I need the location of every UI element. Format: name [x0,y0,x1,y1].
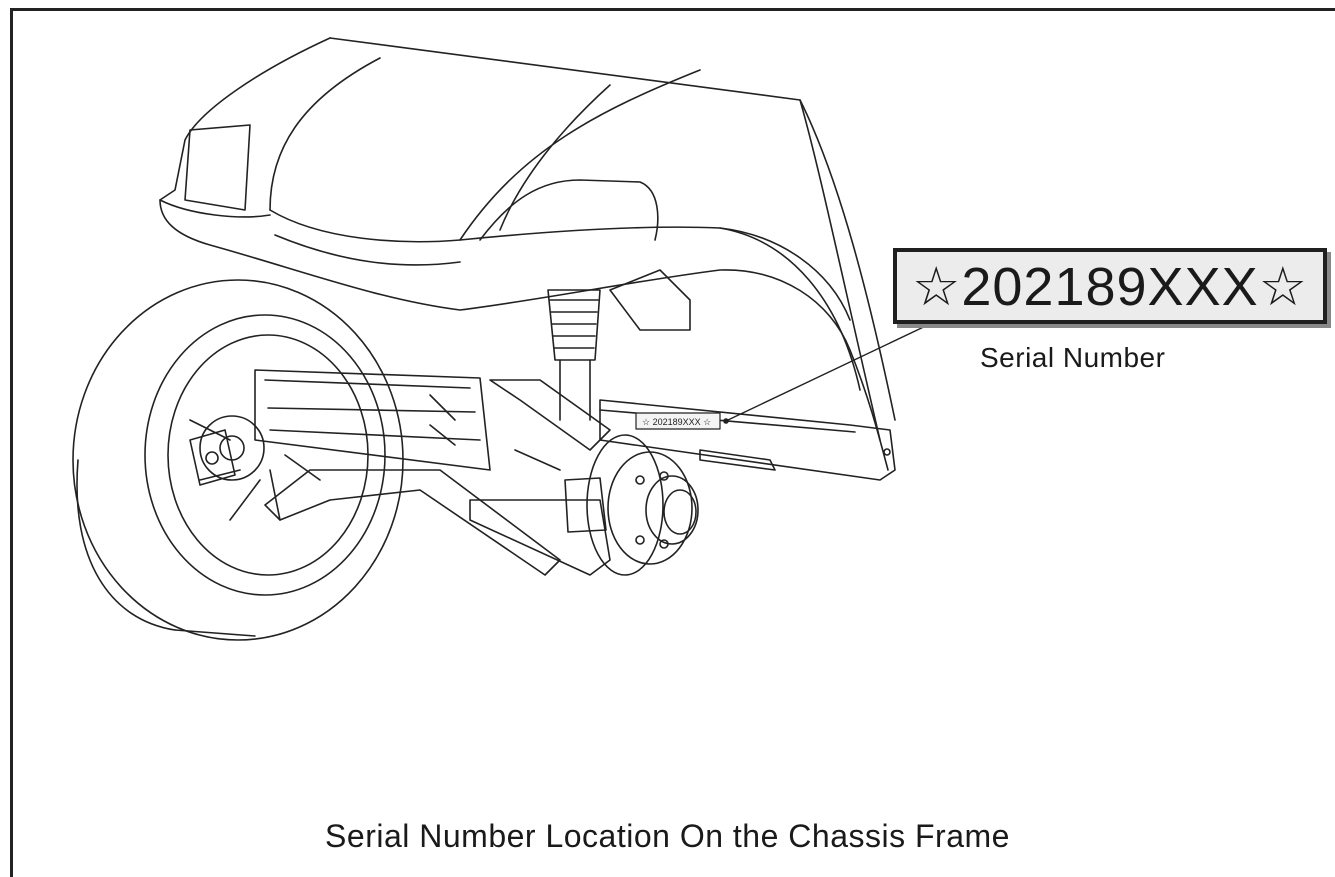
chassis-serial-plate: ☆ 202189XXX ☆ [635,412,729,430]
serial-plate-text: ☆202189XXX☆ [911,256,1309,317]
serial-number-label: Serial Number [980,342,1166,373]
chassis-rail [599,399,896,481]
leader-line [727,322,933,421]
frame-border-left [10,8,13,877]
swing-arm [254,369,491,471]
brake-caliper [189,429,236,486]
brake-disc-hub [564,434,699,576]
body-shell [159,37,896,471]
shock-absorber [547,269,691,421]
rear-wheel [72,279,404,641]
figure-caption: Serial Number Location On the Chassis Fr… [325,818,1010,854]
frame-border-top [10,8,1335,11]
chassis-serial-plate-text: ☆ 202189XXX ☆ [642,417,711,427]
lower-control-arm [264,379,611,576]
serial-plate-callout: ☆202189XXX☆ [893,248,1327,324]
